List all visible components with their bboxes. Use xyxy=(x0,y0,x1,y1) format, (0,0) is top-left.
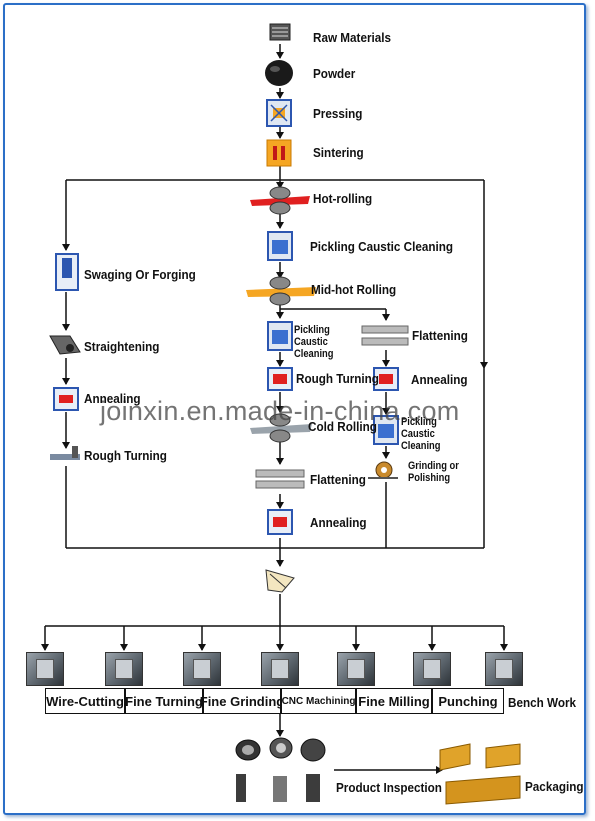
sintering-label: Sintering xyxy=(313,145,364,160)
hot-rolling-label: Hot-rolling xyxy=(313,191,373,206)
pickling-icon-right xyxy=(373,415,399,445)
bench-work-photo xyxy=(485,652,523,686)
swaging-label: Swaging Or Forging xyxy=(84,267,196,282)
packaging-icon xyxy=(439,743,521,805)
annealing-icon xyxy=(53,387,79,411)
annealing-label-right: Annealing xyxy=(411,372,468,387)
fine-grinding-box: Fine Grinding xyxy=(200,688,284,714)
pressing-icon xyxy=(266,99,292,127)
cnc-machining-box: CNC Machining xyxy=(281,688,356,714)
rough-turning-label: Rough Turning xyxy=(84,448,167,463)
fine-turning-box: Fine Turning xyxy=(125,688,203,714)
pickling-label-right: Pickling Caustic Cleaning xyxy=(401,416,441,452)
punching-box: Punching xyxy=(432,688,504,714)
product-inspection-label: Product Inspection xyxy=(336,780,442,795)
straightening-label: Straightening xyxy=(84,339,160,354)
wire-cutting-photo xyxy=(26,652,64,686)
process-hub-icon xyxy=(265,569,295,593)
mid-hot-rolling-icon xyxy=(246,276,316,306)
pickling-label-2: Pickling Caustic Cleaning xyxy=(294,324,334,360)
bench-work-label: Bench Work xyxy=(508,695,577,710)
flattening-label-right: Flattening xyxy=(412,328,468,343)
fine-turning-photo xyxy=(105,652,143,686)
raw-materials-label: Raw Materials xyxy=(313,30,392,45)
cold-rolling-icon xyxy=(250,413,312,443)
flattening-icon xyxy=(255,469,305,489)
powder-icon xyxy=(265,60,293,86)
rough-turning-icon-2 xyxy=(267,367,293,391)
grinding-icon xyxy=(368,461,398,479)
rough-turning-icon xyxy=(50,446,80,460)
watermark: joinxin.en.made-in-china.com xyxy=(100,396,460,426)
flattening-label: Flattening xyxy=(310,472,366,487)
annealing-label: Annealing xyxy=(84,391,141,406)
annealing-icon-right xyxy=(373,367,399,391)
annealing-icon-2 xyxy=(267,509,293,535)
mid-hot-rolling-label: Mid-hot Rolling xyxy=(311,282,397,297)
wire-cutting-box: Wire-Cutting xyxy=(45,688,125,714)
swaging-icon xyxy=(55,253,79,291)
pickling-label: Pickling Caustic Cleaning xyxy=(310,239,454,254)
pickling-icon xyxy=(267,231,293,261)
fine-grinding-photo xyxy=(183,652,221,686)
cnc-machining-photo xyxy=(261,652,299,686)
pickling-icon-2 xyxy=(267,321,293,351)
packaging-label: Packaging xyxy=(525,779,584,794)
powder-label: Powder xyxy=(313,66,356,81)
flattening-icon-right xyxy=(361,325,409,346)
rough-turning-label-2: Rough Turning xyxy=(296,371,379,386)
sintering-icon xyxy=(266,139,292,167)
hot-rolling-icon xyxy=(250,186,310,215)
product-parts-icon xyxy=(235,737,326,802)
diagram-frame xyxy=(3,3,586,815)
cold-rolling-label: Cold Rolling xyxy=(308,419,377,434)
pressing-label: Pressing xyxy=(313,106,363,121)
annealing-label-2: Annealing xyxy=(310,515,367,530)
fine-milling-photo xyxy=(337,652,375,686)
punching-photo xyxy=(413,652,451,686)
straightening-icon xyxy=(49,335,81,355)
fine-milling-box: Fine Milling xyxy=(356,688,432,714)
grinding-label: Grinding or Polishing xyxy=(408,460,459,484)
raw-materials-icon xyxy=(269,23,291,41)
